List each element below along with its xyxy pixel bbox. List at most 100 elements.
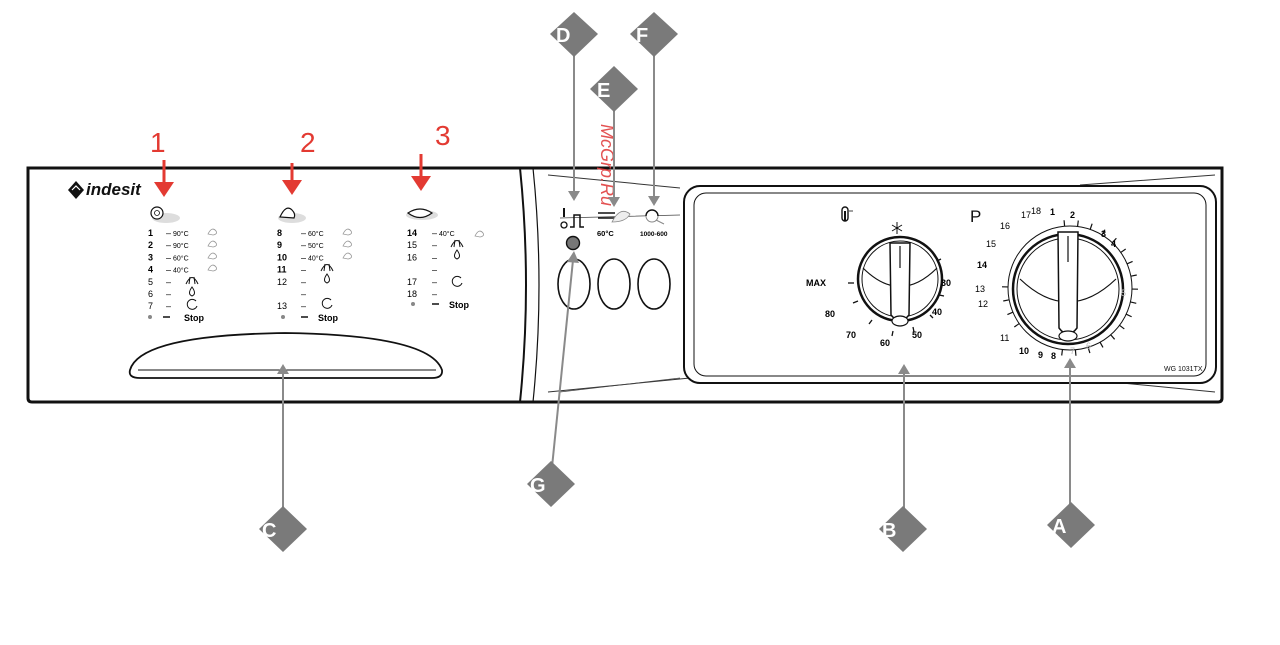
program-dash: – (301, 252, 306, 262)
wool-icon (406, 208, 438, 220)
brand-logo: indesit (68, 180, 142, 199)
program-temperature: 40°C (173, 267, 189, 275)
callout-d: D (550, 12, 598, 57)
prog-label-14: 14 (977, 260, 987, 270)
program-group-synthetics: 8–60°C9–50°C10–40°C11–12––13– (277, 228, 324, 311)
red-marker-1: 1 (150, 127, 166, 158)
program-dash: – (432, 265, 437, 275)
prog-label-16: 16 (1000, 221, 1010, 231)
garment-icon (342, 240, 352, 248)
program-tick (1013, 323, 1020, 328)
program-dash: – (301, 228, 306, 238)
program-row: 13– (277, 301, 306, 311)
temperature-button[interactable] (597, 258, 631, 310)
callout-c-label: C (262, 520, 276, 542)
program-dash: – (166, 228, 171, 238)
temp-label-70: 70 (846, 330, 856, 340)
prog-label-10: 10 (1019, 346, 1029, 356)
prog-label-13: 13 (975, 284, 985, 294)
callout-g-label: G (530, 475, 546, 497)
drain-icon (454, 249, 460, 260)
drain-icon (324, 273, 330, 284)
program-dash: – (432, 289, 437, 299)
prog-label-15: 15 (986, 239, 996, 249)
program-tick (1101, 229, 1106, 236)
program-row: 7– (148, 301, 171, 311)
garment-icon (342, 228, 352, 236)
push-buttons (557, 258, 671, 310)
program-row: 10–40°C (277, 252, 324, 262)
stop-label-3: Stop (449, 300, 469, 310)
prog-label-1: 1 (1050, 207, 1055, 217)
program-row: 18 – (407, 289, 437, 299)
callout-e-label: E (597, 80, 610, 102)
program-tick (1130, 274, 1137, 277)
prog-label-5: 5 (1121, 288, 1126, 298)
power-button[interactable] (557, 258, 591, 310)
program-row: 1–90°C (148, 228, 189, 238)
program-dash: – (432, 277, 437, 287)
temperature-dial[interactable]: MAX 80 70 60 50 40 30 (806, 206, 951, 348)
callout-f-label: F (636, 25, 648, 47)
program-tick (1089, 223, 1093, 230)
temp-label-60: 60 (880, 338, 890, 348)
program-tick (1003, 299, 1010, 302)
callout-lines (277, 55, 1076, 518)
program-row: 14–40°C (407, 228, 455, 238)
red-marker-3: 3 (435, 120, 451, 151)
rinse-icon (185, 276, 199, 285)
program-row: – (301, 289, 306, 299)
synthetics-icon (278, 207, 306, 223)
detergent-drawer-handle[interactable] (128, 332, 443, 379)
spin-button-label: 1000-600 (640, 231, 668, 238)
program-dial-ticks (1001, 220, 1139, 356)
prog-label-12: 12 (978, 299, 988, 309)
model-label: WG 1031TX (1164, 366, 1203, 373)
stop-row-1: Stop (148, 313, 204, 323)
temp-label-30: 30 (941, 278, 951, 288)
spin-icon (451, 275, 463, 287)
callout-a-label: A (1052, 516, 1066, 538)
drain-icon (189, 286, 195, 297)
program-temperature: 50°C (308, 242, 324, 250)
stop-row-2: Stop (281, 313, 338, 323)
program-number: 6 (148, 289, 153, 299)
program-row: 9–50°C (277, 240, 324, 250)
garment-icon (207, 252, 217, 260)
callout-c: C (259, 506, 307, 552)
rinse-icon (450, 239, 464, 248)
program-tick (1076, 220, 1079, 227)
spin-button[interactable] (637, 258, 671, 310)
callout-f: F (630, 12, 678, 57)
program-tick (1087, 347, 1091, 354)
program-number: 2 (148, 240, 153, 250)
program-dial[interactable]: P 1 2 3 4 5 6 7 8 9 10 11 12 13 14 15 16… (970, 206, 1139, 361)
prog-label-7: 7 (1070, 346, 1075, 356)
prog-label-9: 9 (1038, 350, 1043, 360)
prog-label-4: 4 (1111, 239, 1116, 249)
program-number: 11 (277, 265, 287, 275)
program-dash: – (301, 265, 306, 275)
program-tick (1061, 349, 1064, 356)
program-row: 2–90°C (148, 240, 189, 250)
prog-label-2: 2 (1070, 210, 1075, 220)
program-row: 6– (148, 289, 171, 299)
garment-icon (207, 240, 217, 248)
program-temperature: 90°C (173, 242, 189, 250)
program-tick (1111, 237, 1117, 244)
spin-icon (321, 297, 333, 309)
program-row: 15– (407, 240, 437, 250)
program-number: 12 (277, 277, 287, 287)
program-row: 16– (407, 252, 437, 262)
stop-label-2: Stop (318, 313, 338, 323)
indicator-light (565, 235, 581, 251)
prog-label-17: 17 (1021, 210, 1031, 220)
program-row: 3–60°C (148, 252, 189, 262)
program-row: 11 – (277, 265, 306, 275)
spin-button-symbol: 1000-600 (640, 209, 668, 238)
program-number: 18 (407, 289, 417, 299)
garment-icon (474, 230, 484, 238)
cotton-icon (150, 206, 180, 223)
program-dash: – (166, 252, 171, 262)
